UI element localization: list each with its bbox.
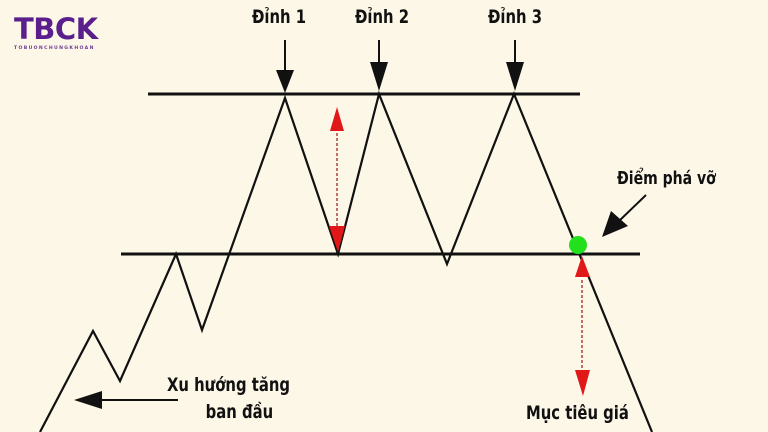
peak-2-label: Đỉnh 2 (355, 6, 410, 28)
logo-subtext: TOBUONCHUNGKHOAN (14, 46, 95, 51)
initial-uptrend-label: Xu hướng tăng ban đầu (167, 372, 290, 426)
logo-text: TBCK (14, 12, 98, 46)
peak-3-arrow-icon (506, 40, 524, 91)
peak-1-arrow-icon (276, 40, 294, 93)
price-target-arrow-icon (575, 256, 590, 396)
breakout-point-label: Điểm phá vỡ (617, 168, 716, 189)
trend-pointer-arrow-icon (74, 391, 178, 409)
breakout-point-marker (569, 236, 587, 254)
initial-uptrend-label-line2: ban đầu (205, 401, 274, 423)
initial-uptrend-label-line1: Xu hướng tăng (167, 374, 290, 396)
peak-2-arrow-icon (370, 40, 388, 91)
breakout-pointer-arrow-icon (602, 194, 647, 237)
peak-3-label: Đỉnh 3 (488, 6, 543, 28)
price-path (39, 90, 654, 432)
logo: TBCK TOBUONCHUNGKHOAN (14, 14, 110, 51)
price-target-label: Mục tiêu giá (526, 402, 629, 424)
peak-1-label: Đỉnh 1 (252, 6, 307, 28)
pattern-height-arrow-icon (329, 107, 345, 252)
